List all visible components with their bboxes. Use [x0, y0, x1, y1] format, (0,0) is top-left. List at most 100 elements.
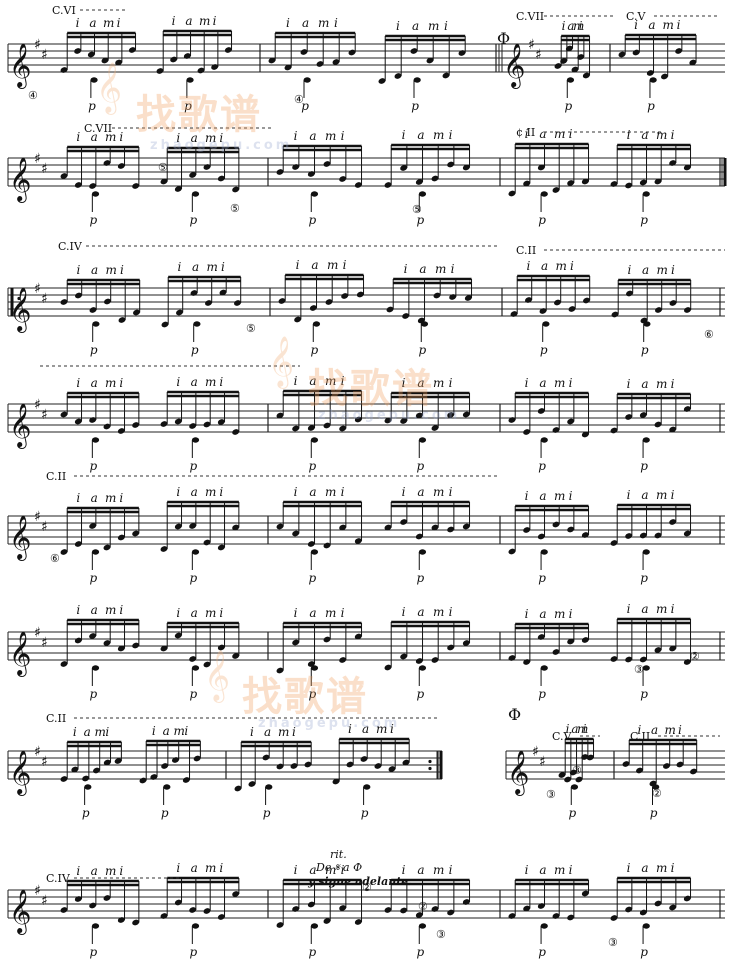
fingering-label: i — [562, 19, 566, 33]
fingering-label: i — [525, 863, 529, 877]
treble-clef-icon: 𝄞 — [9, 43, 31, 89]
repeat-dot — [428, 766, 432, 771]
note-head — [92, 767, 101, 774]
note-head — [447, 161, 455, 168]
note-head — [203, 539, 211, 546]
note-head — [415, 533, 423, 540]
note-head — [82, 775, 90, 782]
fingering-label: i — [119, 130, 123, 144]
fingering-label: i — [677, 18, 681, 32]
note-head — [683, 530, 691, 537]
fingering-label: m — [554, 489, 565, 503]
position-marking: C.V — [552, 730, 573, 743]
note-head — [103, 298, 112, 305]
note-head — [508, 655, 516, 661]
key-signature-sharp-icon: ♯ — [41, 291, 48, 307]
fingering-label: i — [219, 606, 223, 620]
note-head — [683, 307, 692, 313]
note-head — [118, 317, 126, 323]
note-head — [89, 417, 97, 423]
note-head — [117, 428, 125, 434]
note-head — [74, 418, 82, 425]
fingering-label: m — [318, 16, 329, 30]
bass-note-head — [540, 923, 548, 929]
fingering-label: m — [433, 605, 444, 619]
string-number-label: ⑤ — [412, 203, 422, 216]
fingering-label: m — [105, 491, 116, 505]
note-head — [447, 412, 455, 418]
note-head — [386, 306, 394, 313]
note-head — [325, 299, 333, 305]
bass-note-head — [186, 77, 194, 83]
note-head — [132, 309, 141, 316]
fingering-label: i — [334, 16, 338, 30]
bass-note-head — [642, 549, 650, 555]
fingering-thumb-label: p — [82, 806, 90, 820]
bass-note-head — [540, 437, 548, 443]
note-head — [89, 183, 97, 189]
fingering-label: i — [671, 861, 675, 875]
note-head — [161, 763, 169, 769]
watermark-logo: 找歌谱 — [136, 92, 262, 138]
fingering-label: i — [569, 376, 573, 390]
fingering-label: a — [648, 18, 655, 32]
note-head — [203, 661, 211, 668]
note-head — [117, 534, 125, 541]
note-head — [622, 761, 630, 767]
note-head — [539, 308, 547, 314]
fingering-label: a — [539, 863, 546, 877]
note-head — [304, 761, 312, 768]
fingering-label: i — [566, 722, 570, 736]
fingering-label: i — [294, 606, 298, 620]
fingering-thumb-label: p — [90, 459, 98, 473]
note-head — [307, 661, 315, 667]
note-head — [323, 422, 331, 429]
fingering-thumb-label: p — [416, 213, 424, 227]
string-number-label: ③ — [546, 788, 556, 801]
note-head — [384, 664, 392, 671]
key-signature-sharp-icon: ♯ — [34, 397, 41, 413]
position-marking: ¢ II — [516, 126, 535, 139]
fingering-label: i — [341, 606, 345, 620]
treble-clef-icon: 𝄞 — [9, 515, 31, 561]
note-head — [639, 532, 647, 539]
fingering-label: i — [119, 491, 123, 505]
fingering-label: i — [219, 861, 223, 875]
watermark-url: zhaogepu.com — [150, 138, 293, 153]
fingering-label: i — [569, 127, 573, 141]
fingering-label: i — [341, 863, 345, 877]
note-head — [625, 533, 633, 539]
fingering-label: a — [309, 863, 316, 877]
note-head — [581, 637, 589, 643]
fingering-thumb-label: p — [161, 806, 169, 820]
note-head — [567, 638, 575, 645]
fingering-label: a — [571, 722, 578, 736]
fingering-label: i — [176, 131, 180, 145]
note-head — [523, 180, 531, 187]
fingering-label: i — [76, 603, 80, 617]
fingering-label: m — [656, 488, 667, 502]
fingering-label: m — [205, 485, 216, 499]
fingering-label: i — [678, 723, 682, 737]
fingering-label: i — [390, 722, 394, 736]
bass-note-head — [363, 784, 371, 790]
note-head — [307, 901, 315, 908]
fingering-label: i — [176, 375, 180, 389]
fingering-thumb-label: p — [647, 99, 655, 113]
note-head — [662, 763, 671, 769]
fingering-label: m — [376, 722, 387, 736]
note-head — [115, 59, 123, 66]
dal-segno-direction-text: De 𝄋 a Φ — [315, 861, 362, 874]
fingering-thumb-label: p — [308, 459, 316, 473]
note-head — [537, 533, 545, 540]
note-head — [132, 919, 140, 926]
bass-note-head — [91, 437, 100, 443]
bass-note-head — [265, 784, 273, 790]
bass-note-head — [91, 549, 100, 555]
